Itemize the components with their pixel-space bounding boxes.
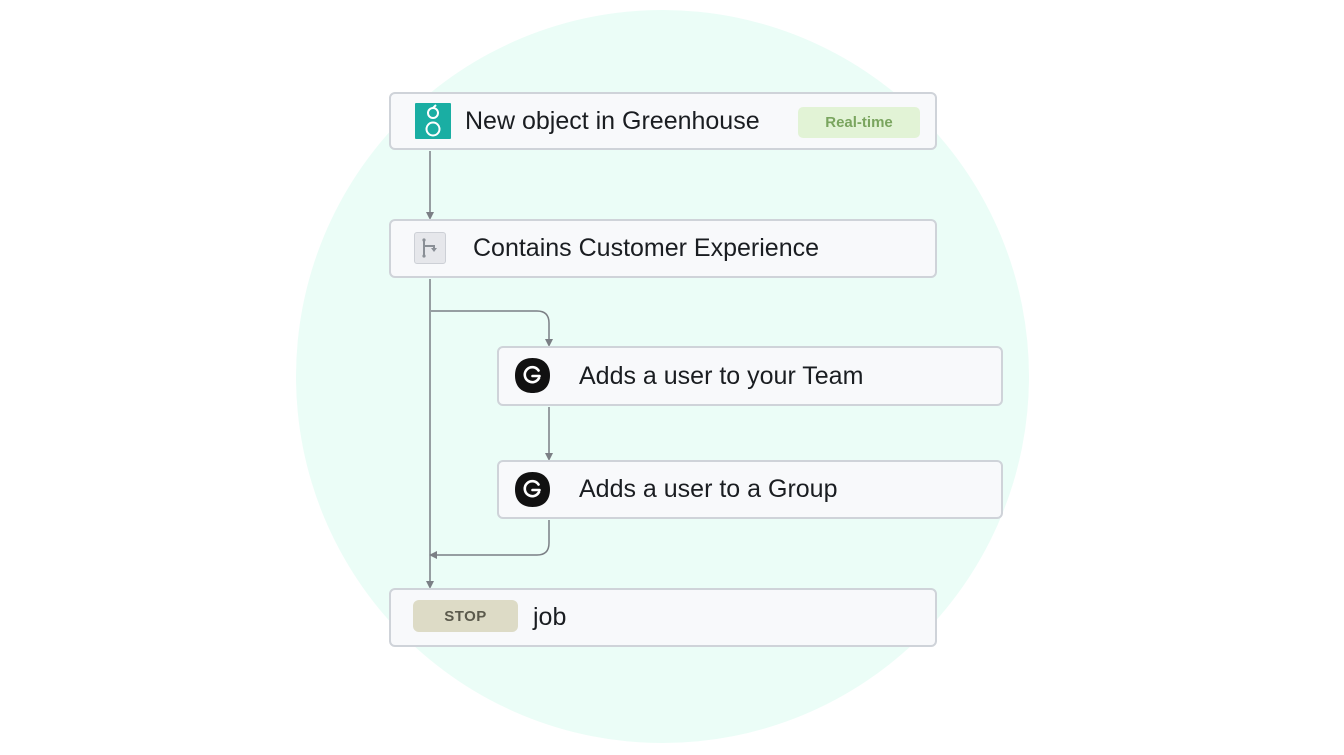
connector-action2-to-merge — [429, 520, 550, 559]
greenhouse-icon — [415, 103, 451, 139]
step-trigger[interactable]: New object in Greenhouse Real-time — [389, 92, 937, 150]
step-action-team-label: Adds a user to your Team — [579, 361, 864, 390]
step-action-team[interactable]: Adds a user to your Team — [497, 346, 1003, 406]
step-stop[interactable]: STOP job — [389, 588, 937, 647]
step-condition-label: Contains Customer Experience — [473, 234, 819, 262]
app-logo-icon — [514, 357, 551, 394]
app-logo-icon — [514, 471, 551, 508]
branch-filter-icon — [414, 232, 446, 264]
step-stop-label: job — [533, 603, 567, 631]
realtime-badge: Real-time — [798, 107, 920, 138]
step-action-group[interactable]: Adds a user to a Group — [497, 460, 1003, 519]
step-trigger-label: New object in Greenhouse — [465, 106, 760, 135]
step-condition[interactable]: Contains Customer Experience — [389, 219, 937, 278]
connector-branch-to-action1 — [431, 310, 553, 347]
stop-badge: STOP — [413, 600, 518, 632]
step-action-group-label: Adds a user to a Group — [579, 475, 838, 503]
